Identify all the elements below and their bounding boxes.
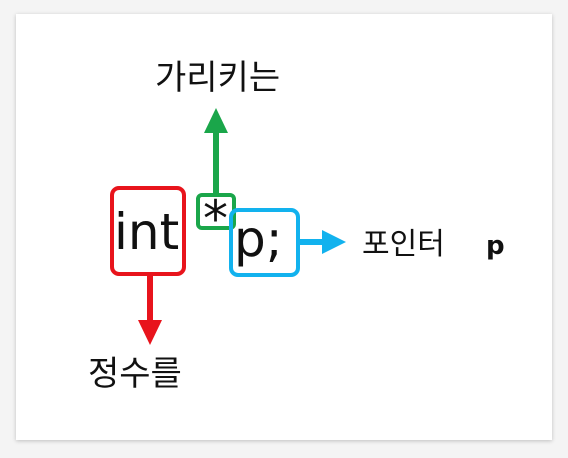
label-pointer-word: 포인터 xyxy=(362,227,445,262)
label-pointer-target: 가리키는 xyxy=(155,58,280,98)
label-type-meaning: 정수를 xyxy=(88,354,182,394)
diagram-card xyxy=(16,14,552,440)
code-pointer-name: p; xyxy=(234,210,283,268)
down-arrow-head-icon xyxy=(138,320,162,345)
up-arrow-head-icon xyxy=(204,108,228,133)
code-asterisk: * xyxy=(203,190,228,248)
code-int: int xyxy=(114,203,179,261)
right-arrow-head-icon xyxy=(322,230,346,254)
label-pointer-var: p xyxy=(486,231,505,261)
